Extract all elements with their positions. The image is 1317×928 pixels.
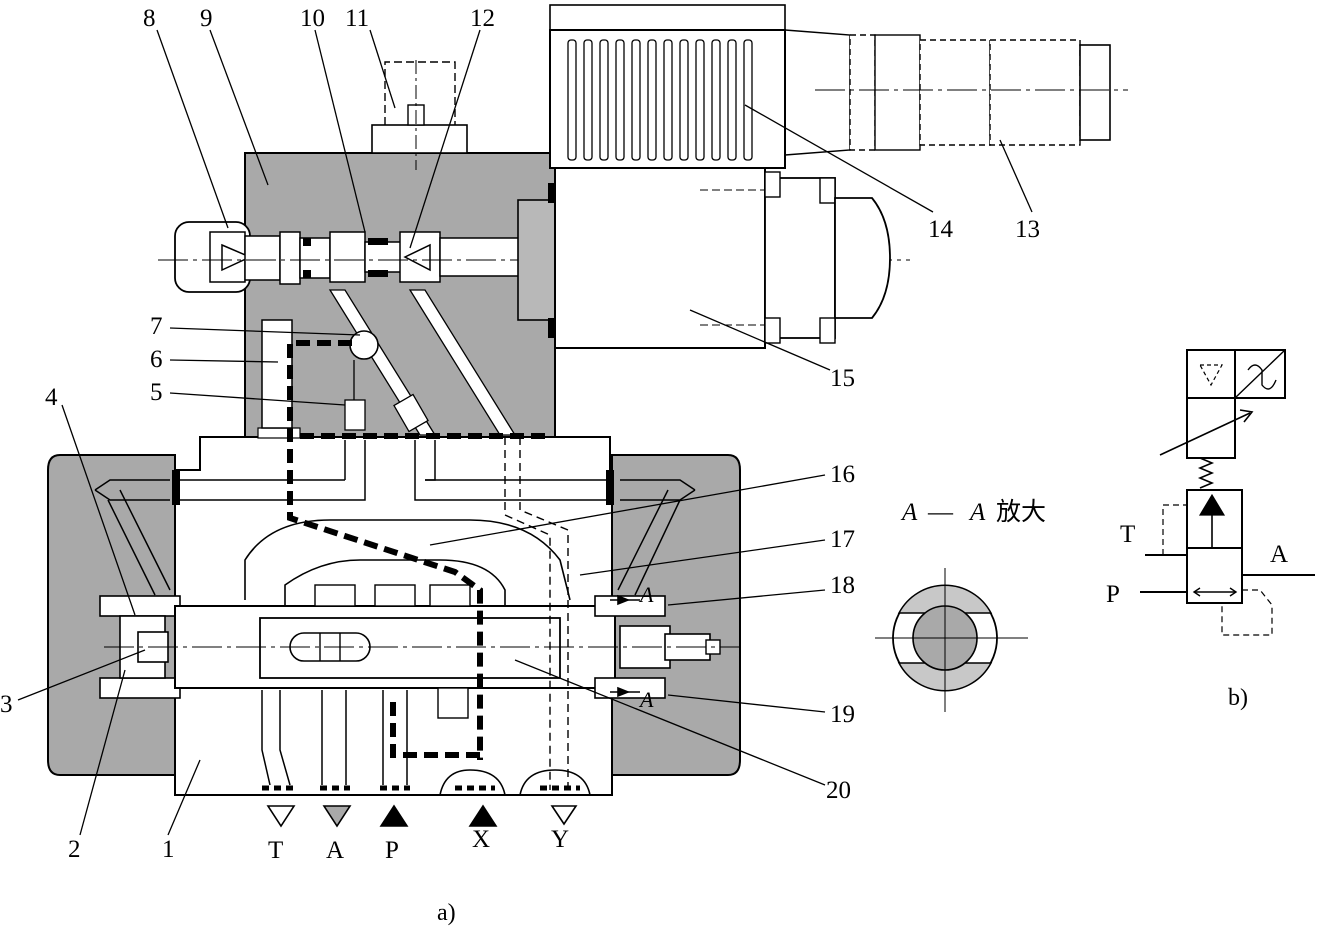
hydraulic-symbol xyxy=(1140,349,1315,636)
plug-11 xyxy=(371,60,468,170)
callout-9: 9 xyxy=(200,5,213,32)
callout-10: 10 xyxy=(300,5,325,32)
callout-8: 8 xyxy=(143,5,156,32)
callout-1: 1 xyxy=(162,836,175,863)
callout-6: 6 xyxy=(150,346,163,373)
pilot-cartridge xyxy=(158,221,910,293)
callout-5: 5 xyxy=(150,379,163,406)
port-label-t: T xyxy=(268,837,283,864)
callout-11: 11 xyxy=(345,5,369,32)
port-label-x: X xyxy=(472,826,490,853)
section-arrows xyxy=(610,594,640,698)
section-dash: — xyxy=(927,499,954,526)
section-zoom: 放大 xyxy=(996,498,1046,526)
callout-7: 7 xyxy=(150,313,163,340)
port-markers xyxy=(266,804,578,828)
callout-15: 15 xyxy=(830,365,855,392)
callout-17: 17 xyxy=(830,526,855,553)
section-letter-1: A xyxy=(900,499,918,526)
callout-19: 19 xyxy=(830,701,855,728)
main-spool xyxy=(99,584,740,719)
leader-lines xyxy=(17,29,1033,836)
section-title: A — A 放大 A A xyxy=(638,498,1046,712)
callout-2: 2 xyxy=(68,836,81,863)
callout-3: 3 xyxy=(0,691,13,718)
port-label-a: A xyxy=(326,837,344,864)
pilot-flow-line xyxy=(287,340,545,760)
callout-13: 13 xyxy=(1015,216,1040,243)
drain-line xyxy=(504,437,569,790)
port-label-y: Y xyxy=(551,826,569,853)
callout-4: 4 xyxy=(45,384,58,411)
proportional-solenoid xyxy=(517,167,891,349)
symbol-label-p: P xyxy=(1106,581,1120,608)
callout-18: 18 xyxy=(830,572,855,599)
caption-a: a) xyxy=(437,900,456,926)
section-mark-lower: A xyxy=(638,687,654,712)
callout-16: 16 xyxy=(830,461,855,488)
callout-numbers: 8 9 10 11 12 14 13 7 6 5 4 15 16 17 18 3… xyxy=(0,5,1040,863)
port-label-p: P xyxy=(385,837,399,864)
section-letter-2: A xyxy=(968,499,986,526)
callout-12: 12 xyxy=(470,5,495,32)
port-labels: T A P X Y xyxy=(268,826,569,864)
symbol-label-a: A xyxy=(1270,541,1288,568)
callout-20: 20 xyxy=(826,777,851,804)
symbol-label-t: T xyxy=(1120,521,1135,548)
section-detail xyxy=(875,568,1028,712)
symbol-labels: T P A xyxy=(1106,521,1288,608)
section-mark-upper: A xyxy=(638,582,654,607)
amplifier-connector xyxy=(549,4,1128,169)
caption-b: b) xyxy=(1228,685,1248,711)
callout-14: 14 xyxy=(928,216,954,243)
